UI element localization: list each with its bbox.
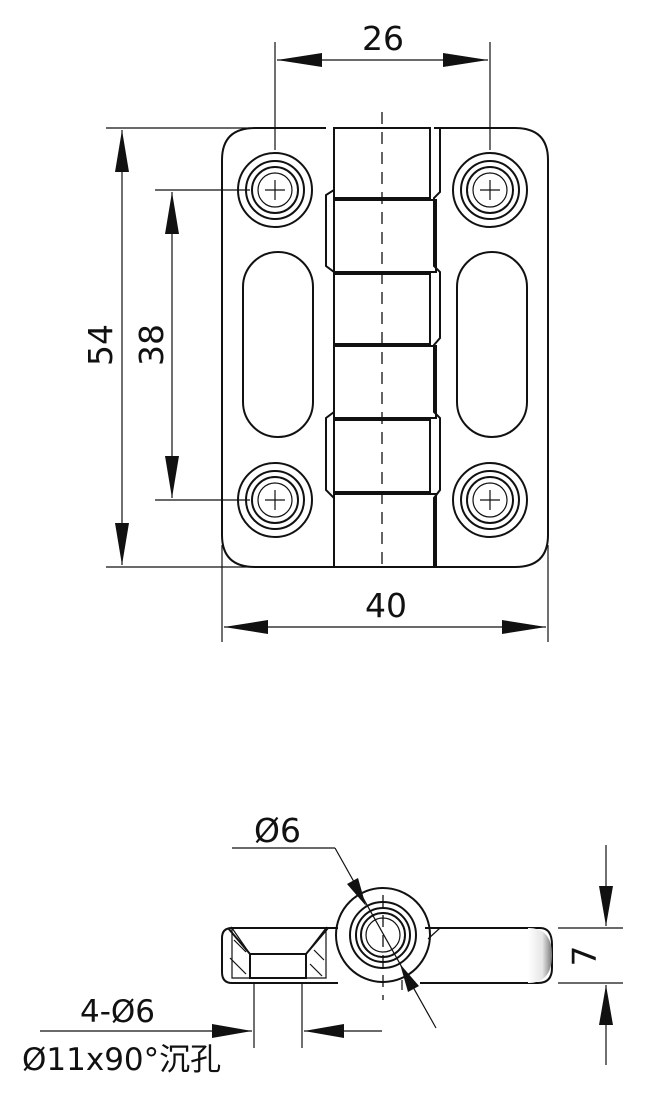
dim-width: 40: [221, 545, 549, 642]
right-slot: [456, 251, 528, 438]
dim-hole-spacing-x: 26: [274, 19, 491, 150]
right-leaf-outline: [433, 127, 549, 568]
left-leaf-outline: [221, 127, 335, 568]
knuckle-2: [333, 199, 437, 273]
dim-38-label: 38: [132, 324, 171, 366]
hole-note-line1: 4-Ø6: [80, 994, 155, 1030]
hole-bottom-right: [452, 462, 528, 538]
dim-54-label: 54: [81, 324, 120, 366]
hole-top-right: [452, 152, 528, 228]
dim-hole-spacing-y: 38: [132, 189, 250, 501]
knuckle-4: [333, 345, 437, 419]
dim-pin-diameter: Ø6: [232, 811, 437, 1029]
dim-hole-note: 4-Ø6 Ø11x90°沉孔: [22, 983, 382, 1078]
side-view: Ø6 7 4-Ø6 Ø11x90°沉孔: [22, 811, 623, 1078]
dim-pin-diameter-label: Ø6: [254, 811, 301, 850]
left-slot: [242, 251, 314, 438]
dim-thickness: 7: [558, 845, 623, 1065]
dim-height: 54: [81, 127, 250, 568]
knuckle-6: [333, 493, 437, 568]
dim-7-label: 7: [565, 946, 604, 967]
knuckles: [333, 127, 437, 568]
right-leaf-section: [420, 927, 553, 984]
countersink-section: [227, 926, 329, 984]
dim-40-label: 40: [365, 586, 407, 625]
top-view: 26 54 38 40: [81, 19, 549, 642]
dim-26-label: 26: [362, 19, 404, 58]
hole-note-line2: Ø11x90°沉孔: [22, 1042, 221, 1078]
